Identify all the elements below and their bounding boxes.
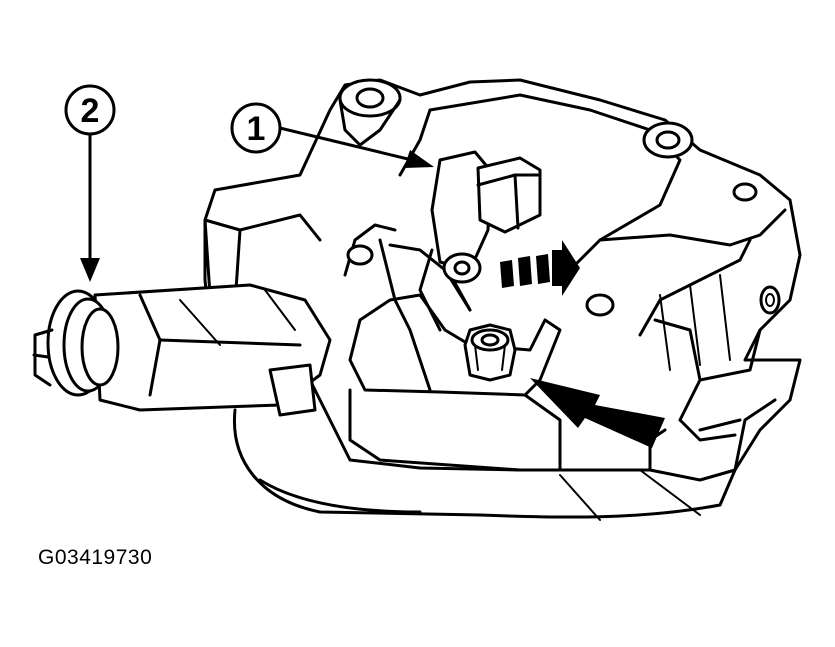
callout-2: 2 xyxy=(64,84,116,282)
callout-2-label: 2 xyxy=(81,92,100,130)
bolt-holes xyxy=(346,182,781,317)
shaft-tube xyxy=(93,283,332,417)
callout-1: 1 xyxy=(230,102,434,168)
sensor-component xyxy=(418,150,542,332)
mounting-boss-left xyxy=(338,78,402,147)
bolt-pointer-arrow xyxy=(530,378,665,448)
callout-1-label: 1 xyxy=(247,110,266,148)
retaining-bolt xyxy=(463,323,517,382)
lower-housing xyxy=(232,408,737,521)
shaft-seal xyxy=(32,289,120,397)
mounting-boss-right xyxy=(642,121,694,159)
figure-code: G03419730 xyxy=(38,546,153,569)
movement-indicator-arrow xyxy=(500,240,580,296)
